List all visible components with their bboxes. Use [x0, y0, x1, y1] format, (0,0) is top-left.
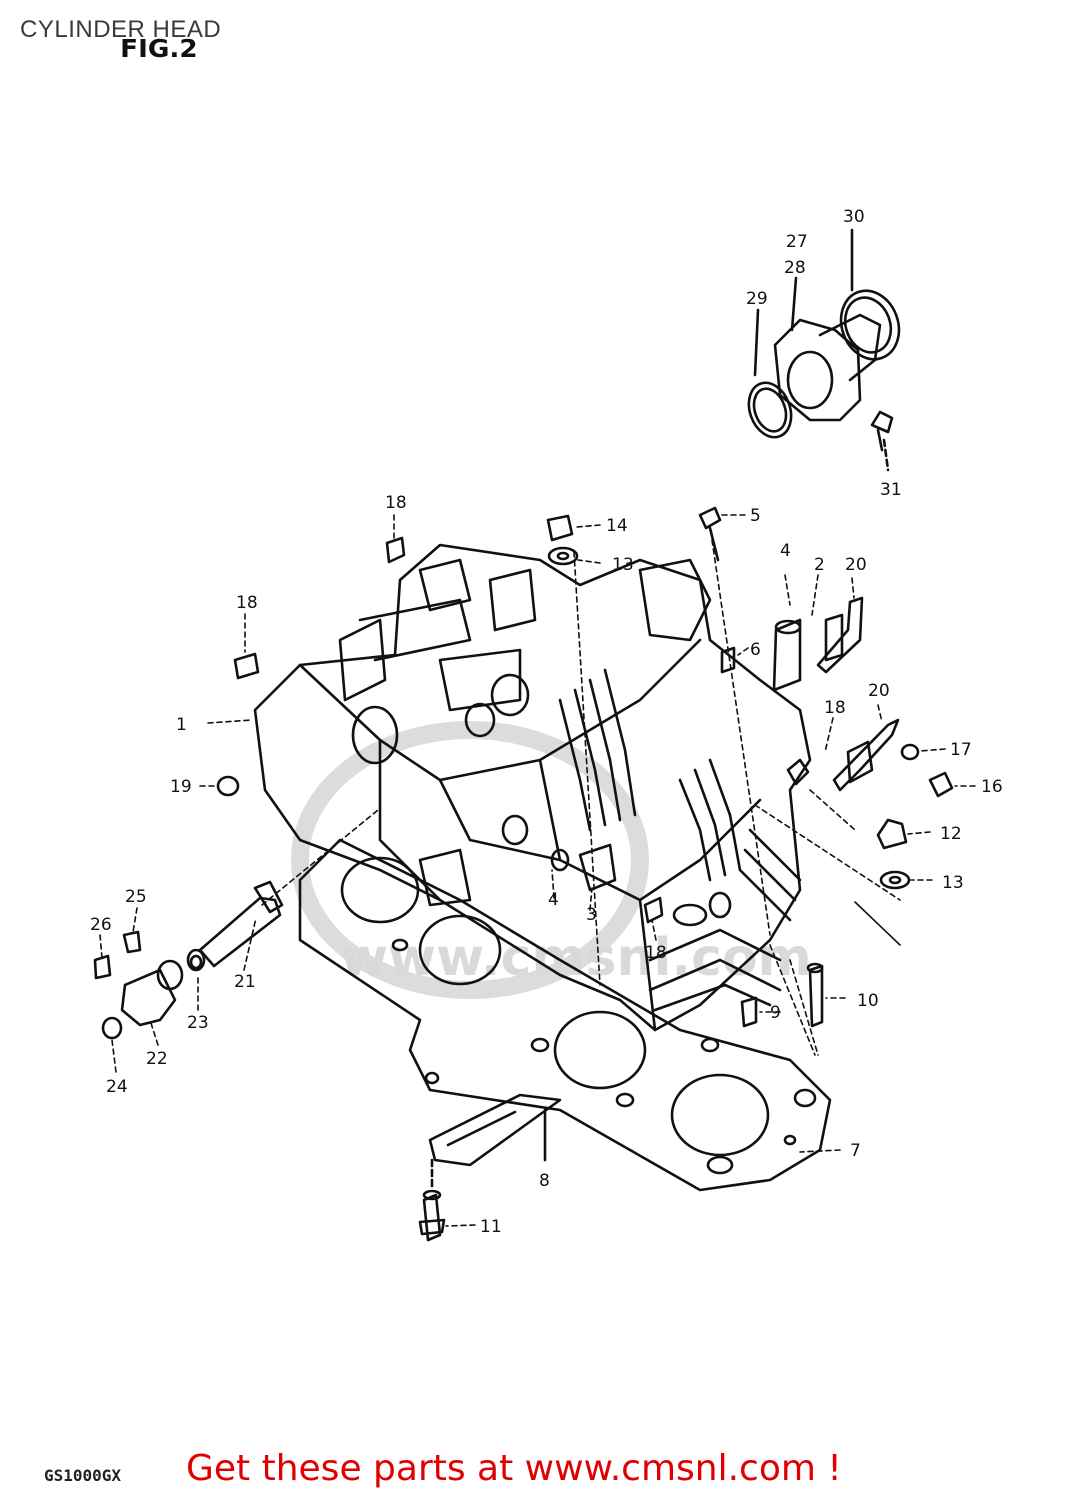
callout-18-right: 18 — [824, 698, 846, 718]
callout-26: 26 — [90, 915, 112, 935]
callout-31: 31 — [880, 480, 902, 500]
callout-18-left: 18 — [236, 593, 258, 613]
callout-21: 21 — [234, 972, 256, 992]
callout-4-upper: 4 — [780, 541, 791, 561]
callout-28: 28 — [784, 258, 806, 278]
callout-20-upper: 20 — [845, 555, 867, 575]
callout-17: 17 — [950, 740, 972, 760]
callout-4-lower: 4 — [548, 890, 559, 910]
callout-16: 16 — [981, 777, 1003, 797]
callout-11: 11 — [480, 1217, 502, 1237]
model-code: GS1000GX — [44, 1466, 122, 1485]
callout-14: 14 — [606, 516, 628, 536]
left-side-parts — [93, 880, 284, 1040]
callout-10: 10 — [857, 991, 879, 1011]
head-gasket — [298, 838, 832, 1192]
leader-lines — [99, 514, 976, 1227]
callout-5: 5 — [750, 506, 761, 526]
callout-12: 12 — [940, 824, 962, 844]
gasket-strip — [428, 1093, 562, 1167]
head-bolt — [418, 1158, 446, 1242]
callout-7: 7 — [850, 1141, 861, 1161]
upper-small-parts — [216, 506, 864, 924]
callout-25: 25 — [125, 887, 147, 907]
callout-3: 3 — [586, 905, 597, 925]
figure-label: FIG.2 — [120, 34, 198, 63]
callout-numbers: 1 2 3 4 4 5 6 7 8 9 10 11 12 13 13 14 16… — [90, 207, 1003, 1237]
callout-9: 9 — [770, 1003, 781, 1023]
callout-1: 1 — [176, 715, 187, 735]
intake-manifold-assembly — [747, 228, 901, 472]
promo-link[interactable]: Get these parts at www.cmsnl.com ! — [186, 1448, 842, 1489]
callout-27: 27 — [786, 232, 808, 252]
callout-18-bottom: 18 — [645, 943, 667, 963]
cylinder-head-body — [253, 543, 812, 1032]
watermark-text: www.cmsnl.com — [340, 928, 812, 988]
callout-13-upper: 13 — [612, 555, 634, 575]
callout-2: 2 — [814, 555, 825, 575]
callout-18-top: 18 — [385, 493, 407, 513]
callout-30: 30 — [843, 207, 865, 227]
callout-29: 29 — [746, 289, 768, 309]
right-side-parts — [740, 718, 954, 1028]
callout-20-lower: 20 — [868, 681, 890, 701]
callout-24: 24 — [106, 1077, 128, 1097]
callout-23: 23 — [187, 1013, 209, 1033]
callout-13-lower: 13 — [942, 873, 964, 893]
page-title: CYLINDER HEAD — [20, 16, 222, 43]
callout-8: 8 — [539, 1171, 550, 1191]
callout-6: 6 — [750, 640, 761, 660]
callout-22: 22 — [146, 1049, 168, 1069]
callout-19: 19 — [170, 777, 192, 797]
